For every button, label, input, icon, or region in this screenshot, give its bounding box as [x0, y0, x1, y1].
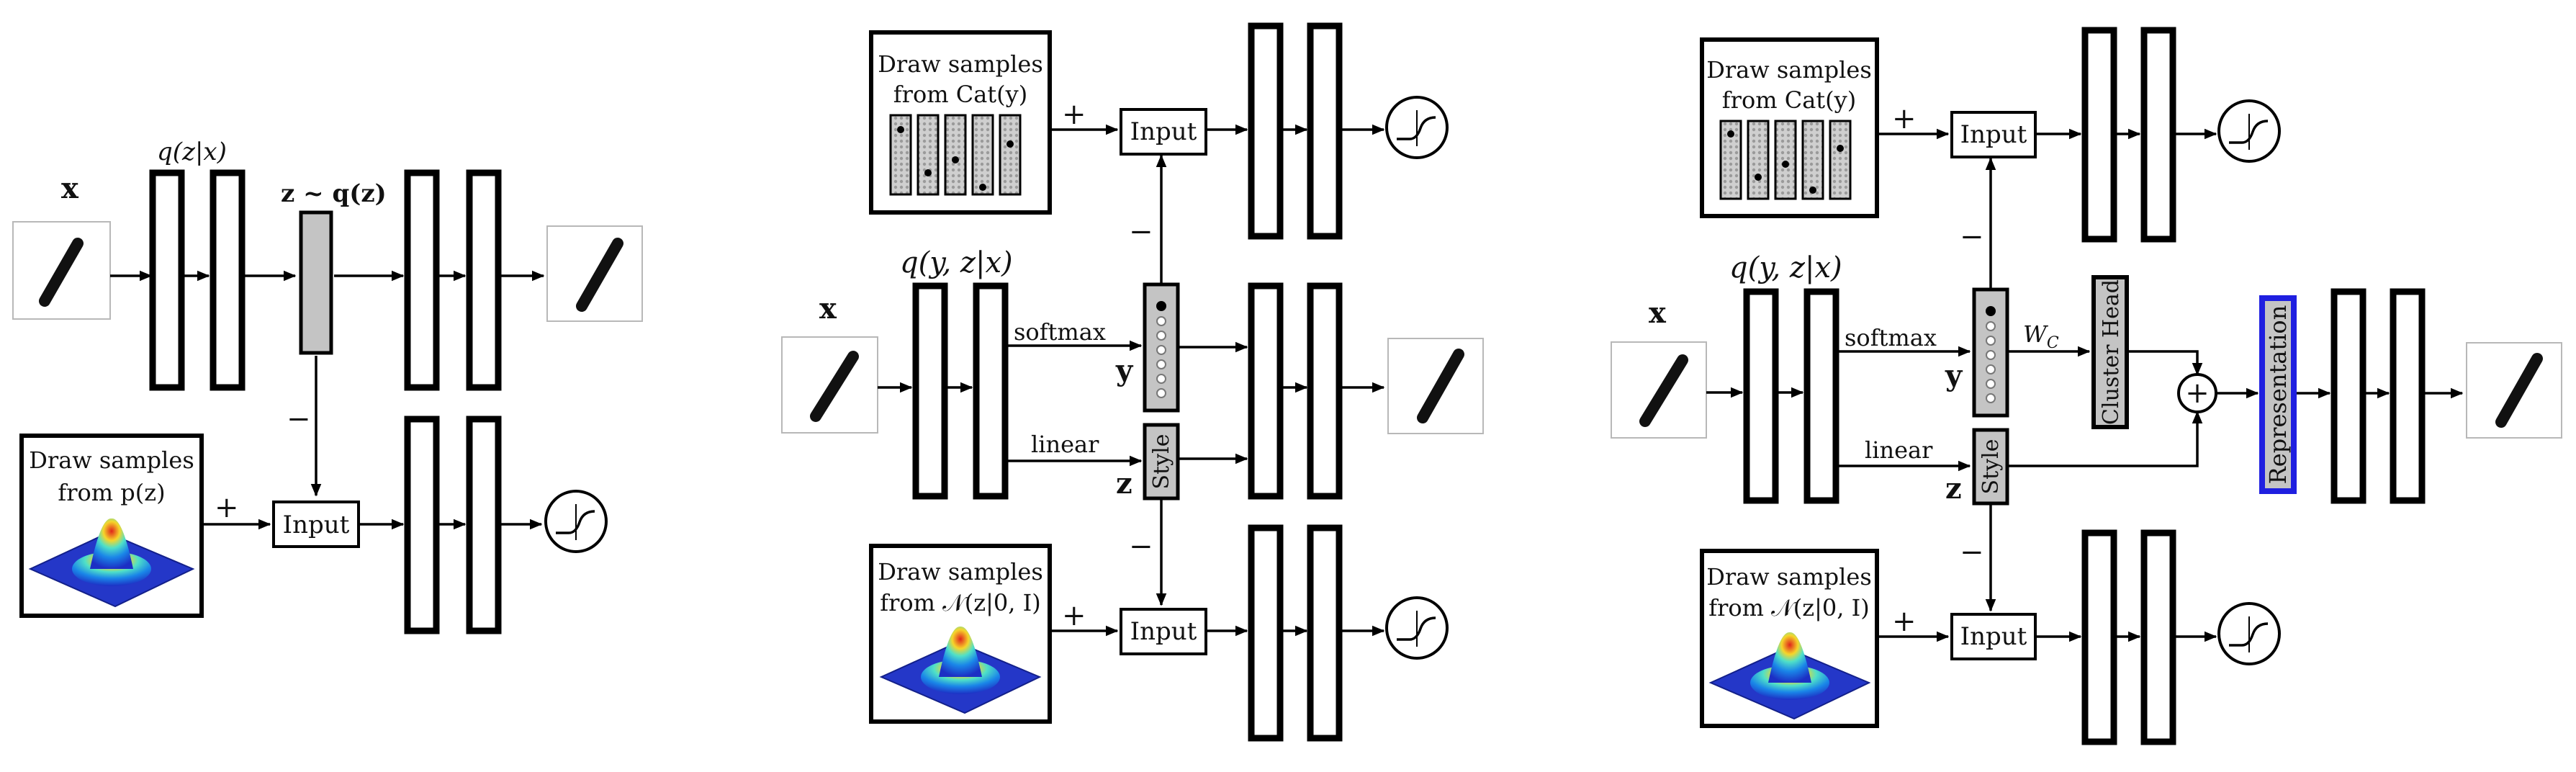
encoder-layer [210, 169, 246, 391]
input-label: Input [1960, 120, 2027, 149]
cat-title-line2: from Cat(y) [893, 81, 1027, 108]
encoder-layer [973, 282, 1009, 500]
input-digit-image [1611, 341, 1707, 439]
encoder-label: q(y, z|x) [900, 246, 1013, 279]
discriminator-layer [1248, 22, 1284, 240]
y-label: y [1115, 354, 1134, 387]
discriminator-layer [2140, 529, 2176, 745]
sigmoid-output-icon [1385, 96, 1449, 159]
cat-title-line1: Draw samples [878, 50, 1043, 78]
discriminator-layer [2081, 529, 2117, 745]
weight-label: WC [2023, 320, 2059, 352]
representation-layer [2259, 295, 2297, 494]
sum-node: + [2177, 373, 2217, 413]
sigmoid-output-icon [2217, 602, 2281, 665]
encoder-layer [1803, 288, 1839, 504]
discriminator-layer [2140, 27, 2176, 243]
cat-title-line1: Draw samples [1706, 56, 1872, 84]
softmax-label: softmax [1014, 318, 1106, 346]
decoder-input-box [272, 501, 360, 548]
minus-sign: − [1129, 215, 1153, 248]
panel-right: Draw samples from Cat(y) + Input x [1611, 27, 2562, 745]
latent-z [299, 210, 333, 355]
decoder-layer [404, 169, 440, 391]
sigmoid-output-icon [1385, 596, 1449, 660]
input-digit-image [12, 221, 111, 320]
plus-sign: + [1062, 599, 1086, 632]
decoder-layer [1248, 282, 1284, 500]
input-digit-image [781, 336, 878, 434]
discriminator-layer [466, 416, 502, 634]
sigmoid-output-icon [2217, 99, 2281, 163]
categorical-latent-y [1143, 282, 1180, 413]
gaussian-surface-image [1708, 632, 1871, 720]
decoder-layer [1307, 282, 1343, 500]
decoder-layer [466, 169, 502, 391]
style-label: Style [1978, 439, 2004, 495]
minus-sign: − [1960, 220, 1984, 253]
decoder-input-box [1950, 111, 2037, 158]
decoder-layer [2390, 288, 2426, 504]
reconstructed-digit-image [546, 225, 643, 322]
input-label: Input [1130, 617, 1197, 646]
encoder-label: q(z|x) [157, 138, 227, 166]
latent-label: z ~ q(z) [281, 179, 387, 208]
input-label: Input [1130, 117, 1197, 146]
decoder-layer [2330, 288, 2366, 504]
minus-sign: − [287, 403, 311, 436]
linear-label: linear [1865, 436, 1933, 464]
categorical-samples-icon [889, 114, 1022, 196]
gauss-title-line1: Draw samples [878, 558, 1043, 585]
y-label: y [1945, 359, 1963, 392]
discriminator-layer [2081, 27, 2117, 243]
minus-sign: − [1960, 536, 1984, 569]
input-label: Input [283, 511, 350, 539]
decoder-input-box [1120, 108, 1207, 156]
style-label: Style [1149, 434, 1174, 490]
sampler-title-line2: from p(z) [58, 479, 165, 506]
decoder-input-box [1950, 613, 2037, 660]
sigmoid-output-icon [544, 490, 608, 553]
cluster-head-label: Cluster Head [2099, 279, 2124, 425]
discriminator-layer [1307, 524, 1343, 742]
softmax-label: softmax [1845, 324, 1937, 351]
discriminator-layer [404, 416, 440, 634]
reconstructed-digit-image [1387, 338, 1484, 434]
plus-sign: + [1892, 605, 1917, 638]
encoder-layer [912, 282, 948, 500]
x-label: x [61, 171, 79, 205]
panel-middle: Draw samples from Cat(y) + Input x [781, 22, 1484, 742]
linear-label: linear [1031, 431, 1099, 458]
svg-text:+: + [2185, 377, 2210, 410]
gauss-title-line1: Draw samples [1706, 563, 1872, 591]
minus-sign: − [1129, 530, 1153, 563]
discriminator-layer [1248, 524, 1284, 742]
representation-label: Representation [2264, 305, 2292, 485]
cat-title-line2: from Cat(y) [1722, 86, 1856, 114]
categorical-samples-icon [1719, 120, 1852, 200]
z-label: z [1945, 472, 1962, 506]
style-latent-z [1143, 423, 1180, 501]
gaussian-surface-image [879, 626, 1042, 714]
z-label: z [1116, 467, 1132, 501]
discriminator-layer [1307, 22, 1343, 240]
input-label: Input [1960, 622, 2027, 651]
x-label: x [819, 292, 837, 326]
x-label: x [1649, 296, 1667, 330]
sampler-title-line1: Draw samples [29, 446, 194, 474]
plus-sign: + [1892, 102, 1917, 135]
plus-sign: + [1062, 98, 1086, 131]
gauss-title-line2: from 𝒩(z|0, I) [880, 589, 1041, 616]
gauss-title-line2: from 𝒩(z|0, I) [1708, 594, 1870, 621]
encoder-layer [149, 169, 185, 391]
panel-left: x q(z|x) z ~ q(z) − Draw samples from p(… [12, 138, 643, 634]
encoder-label: q(y, z|x) [1729, 251, 1842, 284]
gaussian-surface-image [28, 518, 195, 608]
encoder-layer [1743, 288, 1779, 504]
decoder-input-box [1120, 608, 1207, 655]
plus-sign: + [215, 491, 239, 524]
reconstructed-digit-image [2466, 342, 2562, 439]
categorical-latent-y [1972, 287, 2009, 418]
